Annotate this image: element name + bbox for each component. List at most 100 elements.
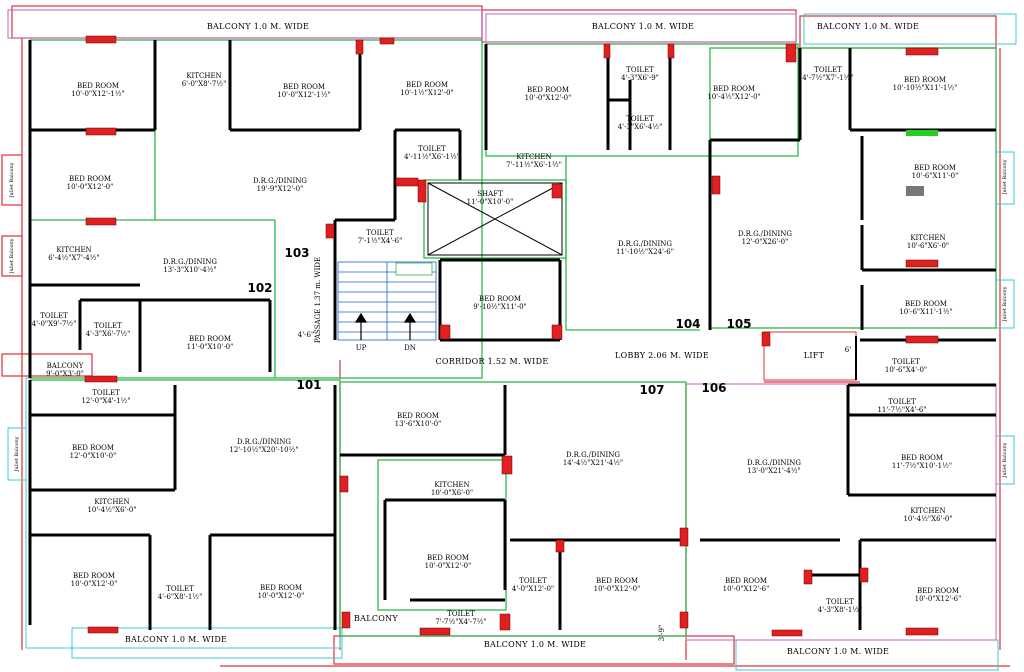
lobby-label: LOBBY 2.06 M. WIDE <box>615 351 709 360</box>
column <box>417 179 427 203</box>
column <box>905 259 939 268</box>
juliet-balcony-4: Juliet Balcony <box>1002 159 1008 195</box>
column <box>85 127 117 136</box>
equipment-block <box>906 186 924 196</box>
column <box>711 175 721 195</box>
column <box>85 35 117 44</box>
column <box>905 47 939 56</box>
unit-106: 106 <box>701 381 727 395</box>
column <box>85 217 117 226</box>
column <box>679 611 689 629</box>
column <box>667 43 675 59</box>
corridor-label: CORRIDOR 1.52 M. WIDE <box>435 357 549 366</box>
column <box>905 335 939 344</box>
juliet-balcony-1: Juliet Balcony <box>9 162 15 198</box>
column <box>679 527 689 547</box>
green-marker <box>906 130 938 136</box>
column <box>339 475 349 493</box>
balcony-bottom-left: BALCONY 1.0 M. WIDE <box>124 635 228 644</box>
balcony-bottom-mid: BALCONY 1.0 M. WIDE <box>483 640 587 649</box>
column <box>771 629 803 637</box>
unit-105: 105 <box>726 317 752 331</box>
column <box>859 567 869 583</box>
lift-label: LIFT <box>803 351 825 360</box>
column <box>499 613 511 631</box>
structural-columns <box>84 35 939 637</box>
balcony-top-left: BALCONY 1.0 M. WIDE <box>206 22 310 31</box>
juliet-balcony-5: Juliet Balcony <box>1002 286 1008 322</box>
column <box>555 539 565 553</box>
juliet-balcony-6: Juliet Balcony <box>1002 442 1008 478</box>
column <box>551 183 563 199</box>
juliet-balcony-2: Juliet Balcony <box>9 238 15 274</box>
column <box>341 611 351 629</box>
column <box>501 455 513 475</box>
shaft <box>427 182 563 256</box>
column <box>439 324 451 340</box>
unit-101: 101 <box>296 378 322 392</box>
unit-104: 104 <box>675 317 701 331</box>
column <box>379 37 395 45</box>
column <box>785 43 797 63</box>
stair-note-box <box>395 262 433 276</box>
balcony-bottom-center: BALCONY <box>353 614 399 623</box>
column <box>355 39 364 55</box>
lift-mark: 6' <box>844 346 852 354</box>
stair-arrows <box>354 312 417 340</box>
dimension-left: 3'-9" <box>658 624 666 642</box>
balcony-bottom-right: BALCONY 1.0 M. WIDE <box>786 647 890 656</box>
passage-label: PASSAGE 1.37 m. WIDE <box>314 256 322 344</box>
juliet-balcony-3: Juliet Balcony <box>14 436 20 472</box>
stair-down-label: DN <box>404 344 416 352</box>
walls <box>28 40 996 630</box>
balcony-top-mid: BALCONY 1.0 M. WIDE <box>591 22 695 31</box>
column <box>905 627 939 636</box>
column <box>325 223 335 239</box>
balcony-top-right: BALCONY 1.0 M. WIDE <box>816 22 920 31</box>
column <box>87 626 119 634</box>
unit-102: 102 <box>247 281 273 295</box>
column <box>603 43 611 59</box>
column <box>761 331 771 347</box>
stair-up-label: UP <box>355 344 367 352</box>
column <box>551 324 563 340</box>
